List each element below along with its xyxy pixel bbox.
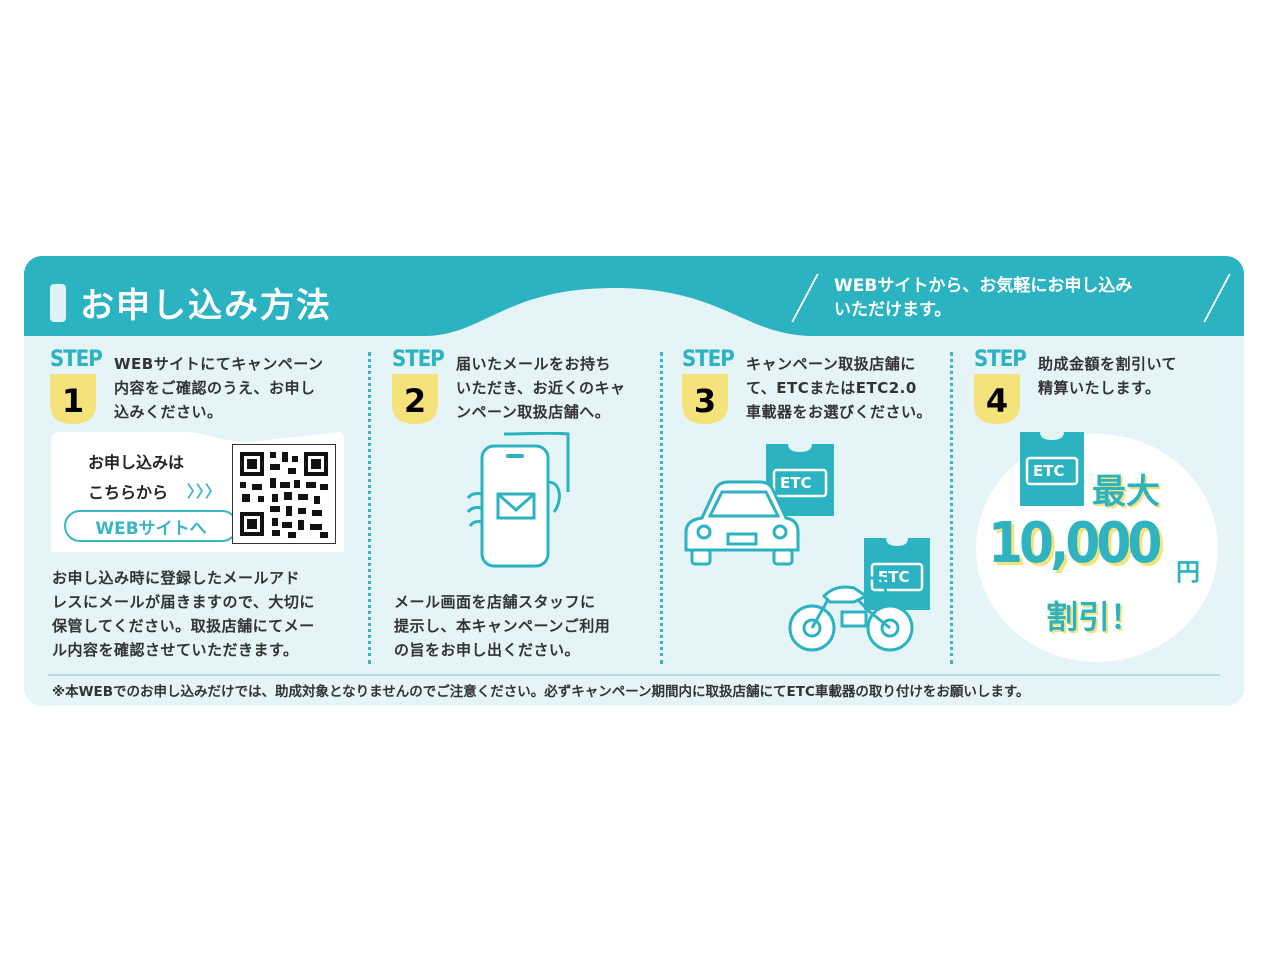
step-1-note: お申し込み時に登録したメールアド レスにメールが届きますので、大切に 保管してく…	[52, 566, 315, 662]
qr-caption-line: お申し込みは	[88, 453, 185, 472]
step-label: STEP	[392, 347, 445, 372]
footer-divider	[48, 674, 1220, 676]
header-band	[24, 256, 1244, 336]
header-note-line: いただけます。	[834, 300, 952, 320]
header-note: WEBサイトから、お気軽にお申し込み いただけます。	[834, 274, 1214, 322]
step-2-badge: STEP 2	[392, 347, 445, 428]
currency-unit: 円	[1176, 558, 1200, 586]
text-line: レスにメールが届きますので、大切に	[52, 593, 315, 611]
step-4-text: 助成金額を割引いて 精算いたします。	[1038, 352, 1177, 400]
text-line: 込みください。	[114, 403, 223, 421]
etc-label: ETC	[1033, 462, 1065, 480]
text-line: 内容をご確認のうえ、お申し	[114, 379, 316, 397]
step-label: STEP	[974, 347, 1027, 372]
text-line: 届いたメールをお持ち	[456, 355, 612, 373]
discount-circle	[976, 434, 1218, 662]
text-line: いただき、お近くのキャ	[456, 379, 626, 397]
title-accent-bar	[50, 283, 66, 322]
header-title-group: お申し込み方法	[50, 278, 332, 327]
qr-caption-line: こちらから	[88, 483, 169, 502]
step-divider	[660, 352, 663, 664]
discount-label: 割引！	[1046, 598, 1143, 636]
text-line: 助成金額を割引いて	[1038, 355, 1178, 373]
text-line: キャンペーン取扱店舗に	[746, 355, 916, 373]
etc-label: ETC	[878, 568, 910, 586]
step-label: STEP	[50, 347, 103, 372]
step-divider	[368, 352, 371, 664]
step-number: 3	[694, 382, 716, 420]
step-number-badge: 1	[50, 374, 96, 424]
text-line: メール画面を店舗スタッフに	[394, 593, 596, 611]
step-divider	[950, 352, 953, 664]
step-3-text: キャンペーン取扱店舗に て、ETCまたはETC2.0 車載器をお選びください。	[746, 352, 932, 424]
text-line: 車載器をお選びください。	[746, 403, 933, 421]
step-2-note: メール画面を店舗スタッフに 提示し、本キャンペーンご利用 の旨をお申し出ください…	[394, 590, 610, 662]
max-label: 最大	[1092, 472, 1160, 512]
step-number-badge: 3	[682, 374, 728, 424]
step-1-text: WEBサイトにてキャンペーン 内容をご確認のうえ、お申し 込みください。	[114, 352, 323, 424]
text-line: ンペーン取扱店舗へ。	[456, 403, 611, 421]
chevron-arrows-icon: 〉〉〉	[187, 482, 223, 501]
motorcycle-icon	[788, 576, 914, 652]
step-1-badge: STEP 1	[50, 347, 103, 428]
text-line: の旨をお申し出ください。	[394, 641, 581, 659]
discount-amount: 10,000	[988, 511, 1162, 576]
qr-code-icon[interactable]	[232, 444, 336, 544]
step-4-badge: STEP 4	[974, 347, 1027, 428]
qr-caption: お申し込みは こちらから	[88, 448, 184, 508]
etc-card-icon	[1020, 432, 1084, 506]
step-number-badge: 2	[392, 374, 438, 424]
text-line: ル内容を確認させていただきます。	[52, 641, 299, 659]
step-number-badge: 4	[974, 374, 1020, 424]
etc-card-icon	[766, 444, 834, 516]
text-line: 精算いたします。	[1038, 379, 1161, 397]
footer-note: ※本WEBでのお申し込みだけでは、助成対象となりませんのでご注意ください。必ずキ…	[52, 684, 1030, 700]
step-3-badge: STEP 3	[682, 347, 735, 428]
text-line: 提示し、本キャンペーンご利用	[394, 617, 611, 635]
step-2-text: 届いたメールをお持ち いただき、お近くのキャ ンペーン取扱店舗へ。	[456, 352, 625, 424]
step-label: STEP	[682, 347, 735, 372]
page-title: お申し込み方法	[80, 286, 332, 326]
etc-label: ETC	[780, 474, 812, 492]
text-line: て、ETCまたはETC2.0	[746, 379, 917, 397]
text-line: WEBサイトにてキャンペーン	[114, 355, 324, 373]
website-button[interactable]: WEBサイトへ	[64, 510, 238, 542]
header-note-line: WEBサイトから、お気軽にお申し込み	[834, 276, 1133, 296]
smartphone-mail-icon	[466, 432, 570, 568]
text-line: 保管してください。取扱店舗にてメー	[52, 617, 315, 635]
car-icon	[684, 480, 800, 566]
text-line: お申し込み時に登録したメールアド	[52, 569, 301, 587]
step-number: 2	[404, 382, 426, 420]
application-method-panel: お申し込み方法 WEBサイトから、お気軽にお申し込み いただけます。 STEP …	[24, 256, 1244, 706]
step-number: 1	[62, 382, 84, 420]
step-number: 4	[986, 382, 1008, 420]
